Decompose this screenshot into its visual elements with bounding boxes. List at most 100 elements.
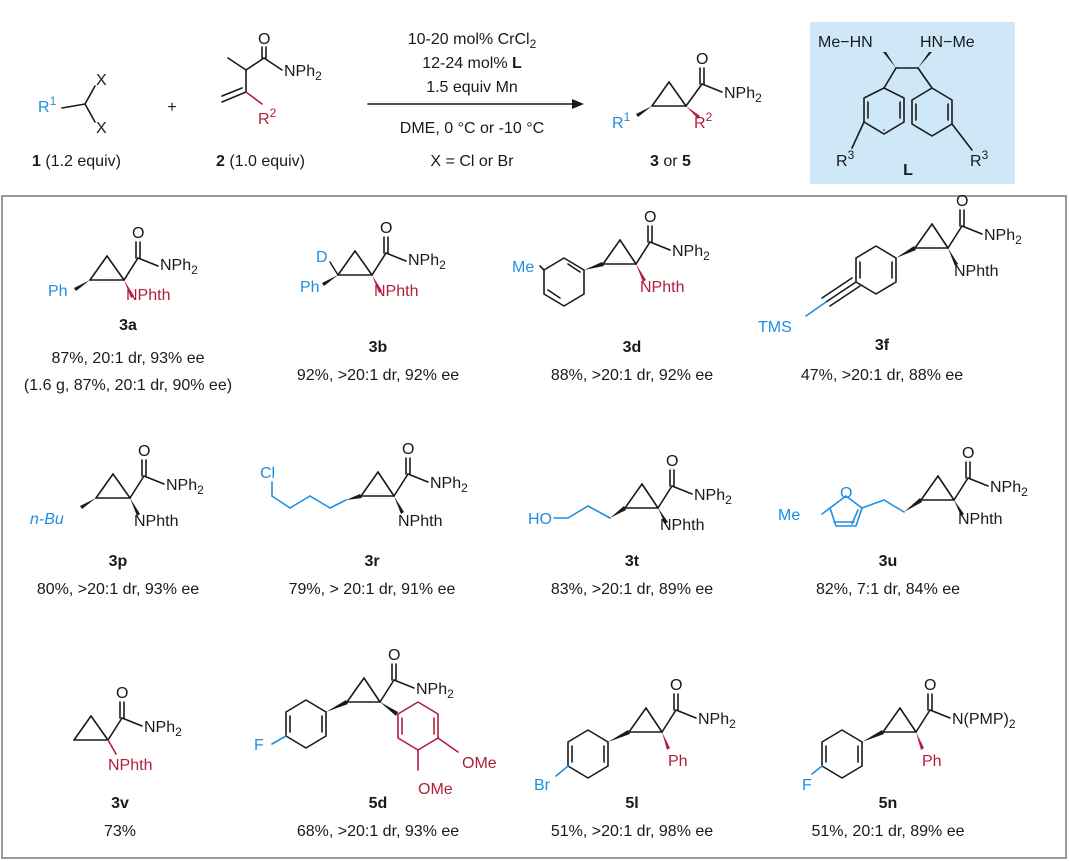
svg-text:NPhth: NPhth [954, 263, 998, 280]
svg-text:51%, 20:1 dr, 89% ee: 51%, 20:1 dr, 89% ee [812, 823, 965, 840]
ligand-structure [851, 52, 973, 151]
svg-text:NPhth: NPhth [660, 517, 704, 534]
svg-text:Ph: Ph [300, 279, 320, 296]
svg-text:NPhth: NPhth [126, 287, 170, 304]
svg-text:NPh2: NPh2 [144, 719, 182, 739]
scope-frame [1, 195, 1067, 859]
svg-text:HO: HO [528, 511, 552, 528]
product-amide: NPh2 [724, 85, 762, 105]
svg-text:O: O [962, 445, 974, 462]
svg-text:O: O [138, 443, 150, 460]
svg-text:51%, >20:1 dr, 98% ee: 51%, >20:1 dr, 98% ee [551, 823, 713, 840]
svg-text:79%, > 20:1 dr, 91% ee: 79%, > 20:1 dr, 91% ee [289, 581, 456, 598]
svg-text:5l: 5l [625, 795, 638, 812]
svg-text:N(PMP)2: N(PMP)2 [952, 711, 1016, 731]
svg-text:Me: Me [512, 259, 534, 276]
product-caption: 3 or 5 [650, 153, 691, 170]
svg-text:NPhth: NPhth [374, 283, 418, 300]
compound-3a: O NPh2 Ph NPhth 3a 87%, 20:1 dr, 93% ee … [24, 225, 232, 394]
product-o: O [696, 51, 708, 68]
reactant-1-structure [61, 85, 96, 123]
svg-text:88%, >20:1 dr, 92% ee: 88%, >20:1 dr, 92% ee [551, 367, 713, 384]
compound-5d: F O NPh2 OMe OMe 5d 68%, >20:1 dr, 93% e… [254, 647, 497, 812]
svg-text:O: O [132, 225, 144, 242]
compound-3t: HO O NPh2 NPhth 3t 83%, >20:1 dr, 89% ee [528, 453, 732, 598]
reactant-2-o: O [258, 31, 270, 48]
svg-text:O: O [402, 441, 414, 458]
condition-catalyst: 10-20 mol% CrCl2 [408, 31, 537, 51]
svg-text:NPh2: NPh2 [698, 711, 736, 731]
compound-5d-yield-visible: 68%, >20:1 dr, 93% ee [297, 823, 459, 840]
svg-text:F: F [802, 777, 812, 794]
compound-5l: Br O NPh2 Ph 5l 51%, >20:1 dr, 98% ee [534, 677, 736, 840]
svg-text:O: O [644, 209, 656, 226]
svg-text:73%: 73% [104, 823, 136, 840]
svg-text:47%, >20:1 dr, 88% ee: 47%, >20:1 dr, 88% ee [801, 367, 963, 384]
x-top-label: X [96, 72, 107, 89]
condition-solvent-temp: DME, 0 °C or -10 °C [400, 120, 544, 137]
reactant-2-amide: NPh2 [284, 63, 322, 83]
svg-text:NPhth: NPhth [108, 757, 152, 774]
product-structure [636, 67, 723, 119]
svg-text:D: D [316, 249, 328, 266]
product-r2: R2 [694, 110, 713, 132]
svg-text:(1.6 g, 87%, 20:1 dr, 90% ee): (1.6 g, 87%, 20:1 dr, 90% ee) [24, 377, 232, 394]
compound-3u: O Me O NPh2 NPhth 3u 82%, 7:1 dr, 84% ee [778, 445, 1028, 598]
svg-text:O: O [116, 685, 128, 702]
svg-text:3p: 3p [109, 553, 128, 570]
condition-reductant: 1.5 equiv Mn [426, 79, 518, 96]
svg-text:O: O [924, 677, 936, 694]
ligand-r3-left: R3 [836, 148, 855, 170]
svg-text:OMe: OMe [462, 755, 497, 772]
svg-text:NPh2: NPh2 [160, 257, 198, 277]
svg-text:NPh2: NPh2 [694, 487, 732, 507]
svg-text:80%, >20:1 dr, 93% ee: 80%, >20:1 dr, 93% ee [37, 581, 199, 598]
svg-text:F: F [254, 737, 264, 754]
svg-text:3d: 3d [623, 339, 642, 356]
svg-text:3a: 3a [119, 317, 137, 334]
svg-text:83%, >20:1 dr, 89% ee: 83%, >20:1 dr, 89% ee [551, 581, 713, 598]
svg-text:Cl: Cl [260, 465, 275, 482]
svg-text:O: O [380, 220, 392, 237]
x-bottom-label: X [96, 120, 107, 137]
condition-ligand: 12-24 mol% L [422, 55, 522, 72]
ligand-label: L [903, 162, 913, 179]
svg-text:TMS: TMS [758, 319, 792, 336]
svg-text:O: O [840, 485, 852, 502]
svg-text:NPh2: NPh2 [166, 477, 204, 497]
svg-text:NPhth: NPhth [640, 279, 684, 296]
svg-text:3v: 3v [111, 795, 129, 812]
reactant-2-structure [221, 46, 283, 105]
svg-text:Ph: Ph [48, 283, 68, 300]
svg-text:Br: Br [534, 777, 551, 794]
svg-text:3t: 3t [625, 553, 640, 570]
reaction-arrow [367, 99, 584, 109]
reactant-2-caption: 2 (1.0 equiv) [216, 153, 305, 170]
svg-text:NPhth: NPhth [398, 513, 442, 530]
compound-3v: O NPh2 NPhth 3v 73% [73, 685, 182, 840]
compound-3f: O NPh2 NPhth TMS 3f 47%, >20:1 dr, 88% e… [758, 193, 1022, 384]
svg-text:NPh2: NPh2 [430, 475, 468, 495]
svg-text:5d: 5d [369, 795, 388, 812]
svg-text:O: O [956, 193, 968, 210]
svg-text:3b: 3b [369, 339, 388, 356]
svg-text:O: O [670, 677, 682, 694]
svg-text:NPh2: NPh2 [990, 479, 1028, 499]
svg-text:NPh2: NPh2 [416, 681, 454, 701]
compound-3p: O NPh2 n-Bu NPhth 3p 80%, >20:1 dr, 93% … [30, 443, 204, 598]
compound-3d: O NPh2 Me NPhth 3d 88%, >20:1 dr, 92% ee [512, 209, 713, 384]
condition-halide: X = Cl or Br [430, 153, 514, 170]
reactant-1-caption: 1 (1.2 equiv) [32, 153, 121, 170]
r1-label: R1 [38, 94, 57, 116]
product-r1: R1 [612, 110, 631, 132]
svg-text:3f: 3f [875, 337, 890, 354]
svg-text:3u: 3u [879, 553, 898, 570]
svg-text:O: O [388, 647, 400, 664]
svg-text:NPh2: NPh2 [672, 243, 710, 263]
svg-text:OMe: OMe [418, 781, 453, 798]
svg-text:Ph: Ph [668, 753, 688, 770]
svg-text:5n: 5n [879, 795, 898, 812]
compound-3b: O D NPh2 Ph NPhth 3b 92%, >20:1 dr, 92% … [297, 220, 459, 384]
ligand-r3-right: R3 [970, 148, 989, 170]
